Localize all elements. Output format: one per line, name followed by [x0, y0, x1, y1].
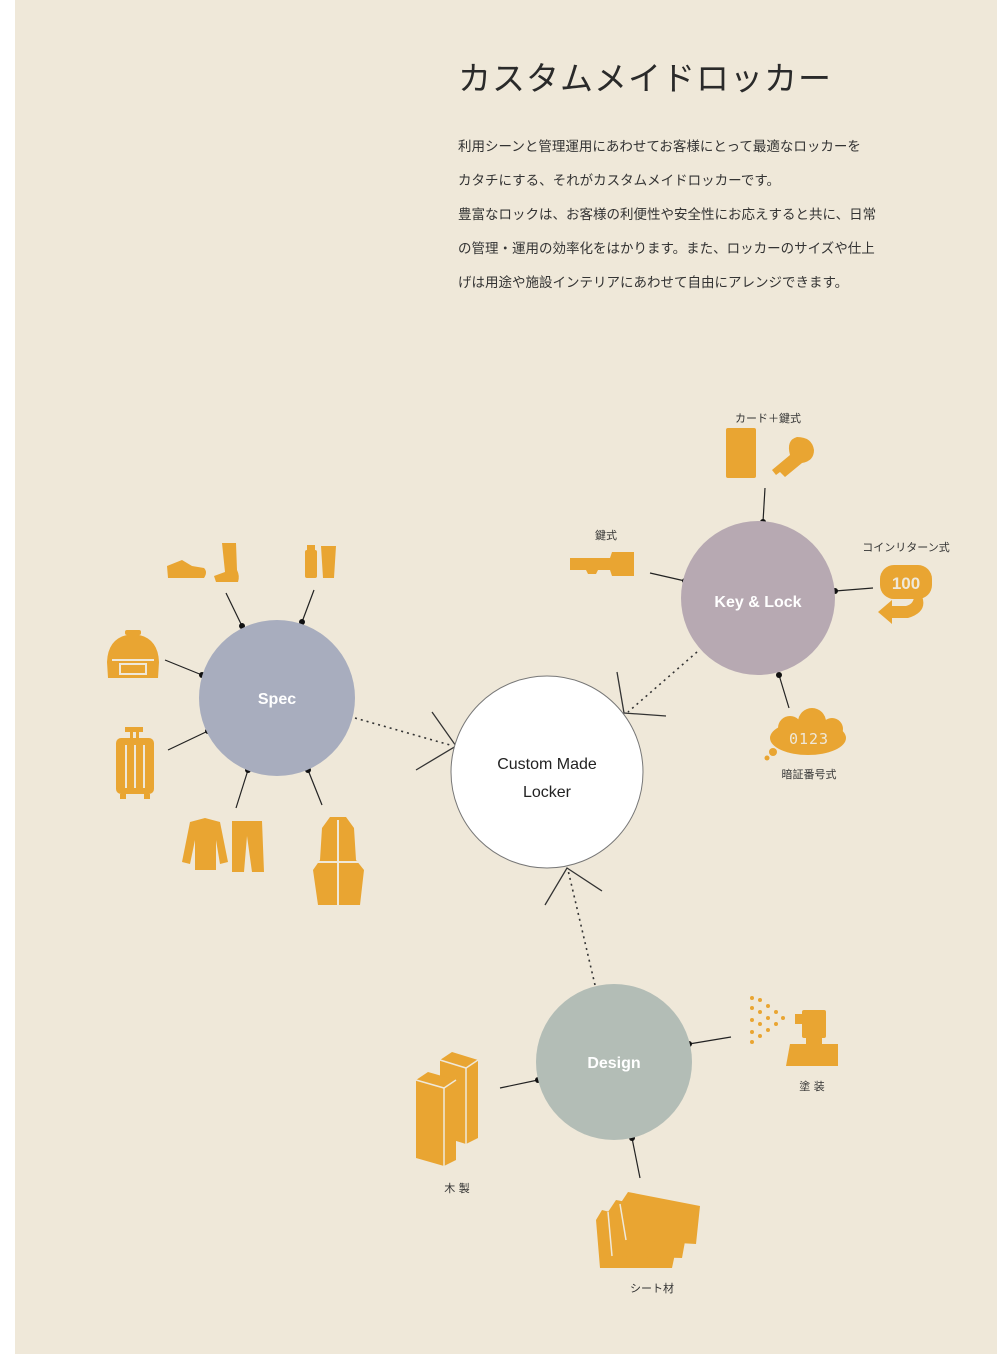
wood-planks-icon — [416, 1052, 478, 1166]
page-title: カスタムメイドロッカー — [458, 59, 832, 98]
spray-mist-icon — [750, 996, 785, 1044]
spec-circle — [199, 620, 355, 776]
coin-value: 100 — [892, 574, 920, 593]
boot-icon — [214, 543, 239, 582]
card-icon — [726, 428, 756, 478]
design-label: Design — [587, 1055, 640, 1072]
page-background — [15, 0, 997, 1354]
card-key-label: カード＋鍵式 — [735, 411, 801, 425]
key-lock-label: Key & Lock — [714, 594, 801, 611]
wood-planks-edges — [415, 1059, 479, 1166]
connector-key-center — [627, 651, 698, 713]
code-cloud-icon — [764, 708, 846, 761]
backpack-detail — [112, 659, 154, 675]
design-circle — [536, 984, 692, 1140]
bottles-icon — [305, 545, 336, 578]
wood-label: 木 製 — [444, 1181, 470, 1195]
key-lock-circle — [681, 521, 835, 675]
description-line: 利用シーンと管理運用にあわせてお客様にとって最適なロッカーを — [458, 139, 861, 155]
connector-spec-center — [354, 717, 451, 746]
sheet-material-icon — [596, 1192, 700, 1268]
arrowhead-design — [544, 867, 603, 906]
sheet-material-edges — [607, 1203, 627, 1257]
backpack-icon — [107, 630, 159, 678]
sneaker-icon — [167, 560, 206, 578]
pants-icon — [232, 821, 264, 872]
center-label-line1: Custom Made — [497, 756, 597, 773]
code-value: 0123 — [789, 730, 829, 748]
description: 利用シーンと管理運用にあわせてお客様にとって最適なロッカーを カタチにする、それ… — [458, 130, 958, 300]
shirt-icon — [182, 818, 228, 870]
description-line: の管理・運用の効率化をはかります。また、ロッカーのサイズや仕上 — [458, 241, 875, 257]
sheet-label: シート材 — [630, 1281, 674, 1295]
coat-belt — [316, 820, 360, 905]
spray-icon — [786, 1010, 838, 1066]
connector-design-center — [567, 869, 596, 986]
suitcase-stripes — [125, 745, 145, 788]
description-line: カタチにする、それがカスタムメイドロッカーです。 — [458, 173, 780, 189]
description-line: げは用途や施設インテリアにあわせて自由にアレンジできます。 — [458, 275, 849, 291]
coin-return-icon — [878, 565, 932, 624]
arrowhead-key — [616, 671, 667, 717]
spec-label: Spec — [258, 691, 296, 708]
key-type-label: 鍵式 — [595, 528, 617, 542]
center-label-line2: Locker — [523, 784, 572, 801]
key-icon — [772, 437, 814, 477]
paint-label: 塗 装 — [799, 1079, 825, 1093]
coin-return-label: コインリターン式 — [862, 541, 949, 554]
key-horizontal-icon — [570, 552, 634, 576]
center-circle — [450, 675, 644, 869]
description-line: 豊富なロックは、お客様の利便性や安全性にお応えすると共に、日常 — [458, 207, 877, 223]
code-label: 暗証番号式 — [782, 767, 837, 781]
